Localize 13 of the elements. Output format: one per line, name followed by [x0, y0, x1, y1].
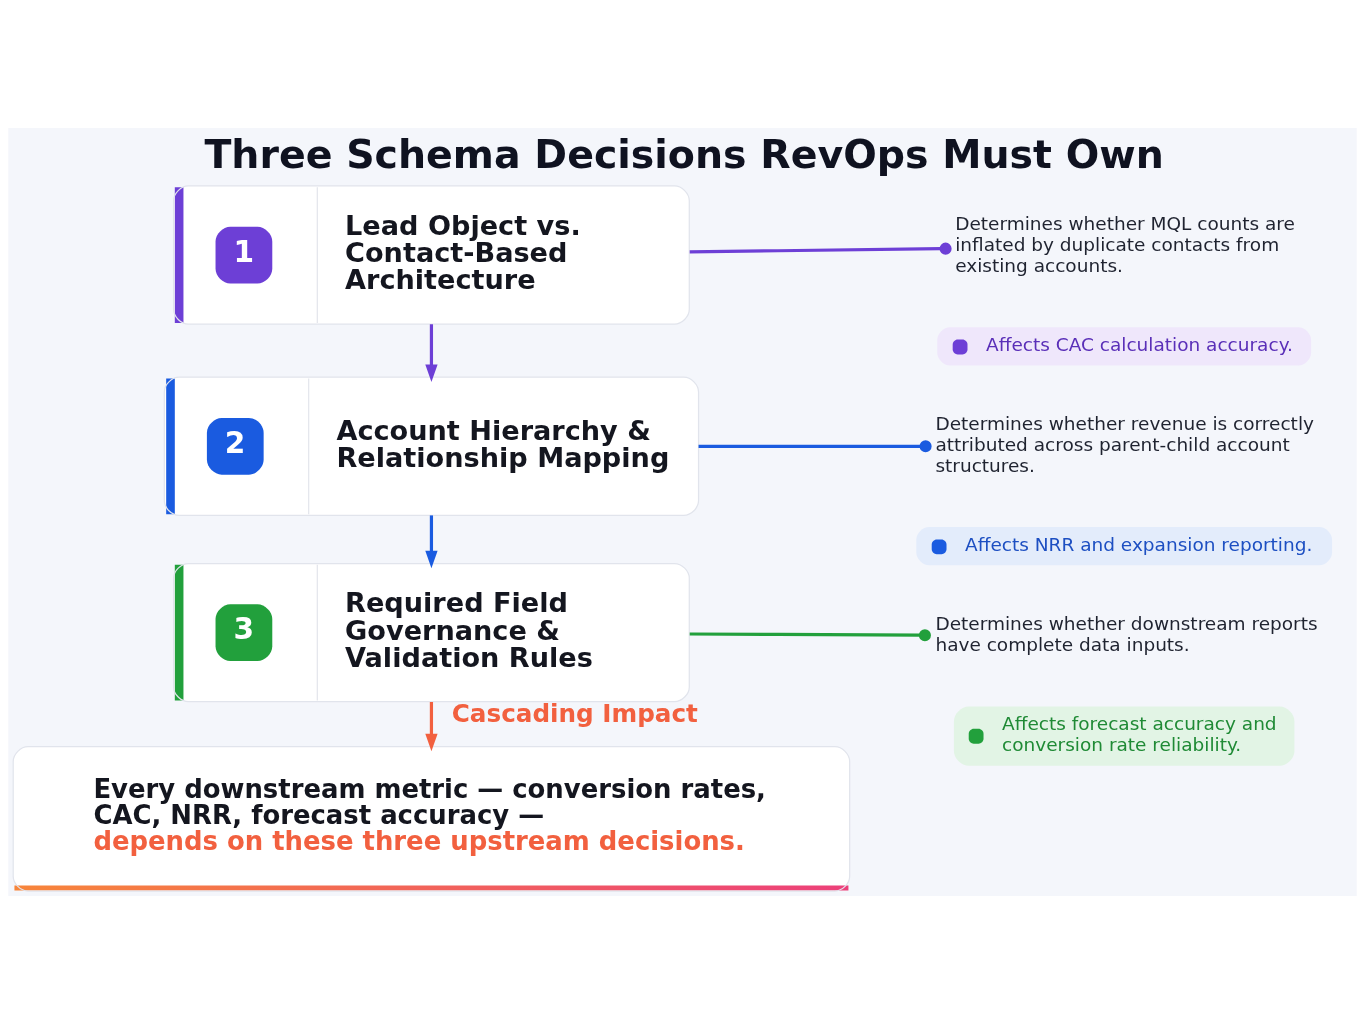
connector — [698, 440, 932, 453]
node-text: Determines whether revenue is correctly attributed across parent-child account structures. — [935, 413, 1314, 477]
arrow — [425, 702, 438, 752]
node-text: Determines whether MQL counts are inflated by duplicate contacts from existing accounts. — [955, 213, 1295, 277]
diagram-title: Three Schema Decisions RevOps Must Own — [204, 131, 1164, 178]
node-box: Affects NRR and expansion reporting. — [916, 527, 1333, 566]
arrow — [425, 515, 438, 569]
node-text: Determines whether downstream reports have complete data inputs. — [935, 613, 1318, 656]
node-box: Affects forecast accuracy and conversion rate reliability. — [953, 706, 1295, 766]
connector — [689, 242, 952, 255]
arrow — [425, 324, 438, 383]
connector — [689, 629, 931, 642]
node-box: Affects CAC calculation accuracy. — [937, 327, 1312, 366]
